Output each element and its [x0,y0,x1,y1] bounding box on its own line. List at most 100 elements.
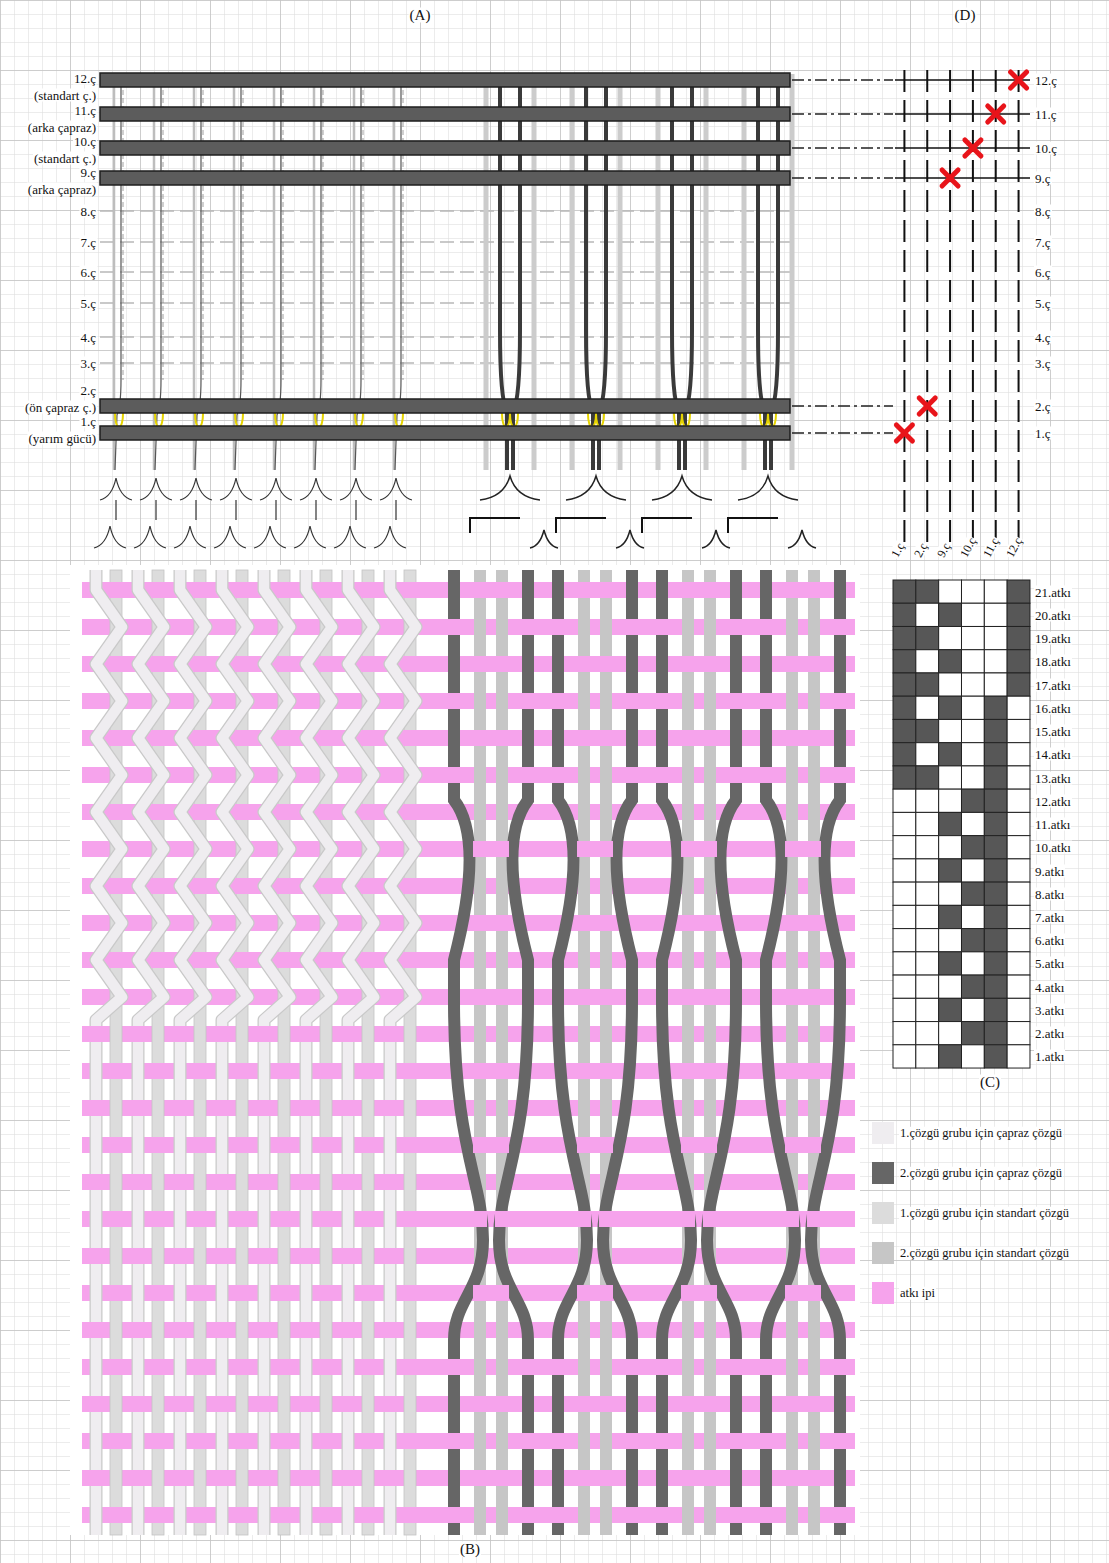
weft-over-warp [785,1211,799,1227]
crossing-warp [766,570,795,1535]
lifting-cell [916,696,939,719]
lifting-cell [939,812,962,835]
weft-over-warp [277,730,291,746]
weft-over-warp [151,1137,165,1153]
reed-dent [260,478,292,500]
weft-over-warp [403,878,417,894]
empty-frame-line [100,302,790,304]
weft-over-warp [193,804,207,820]
weft-over-warp [151,1063,165,1079]
weft-over-warp [521,1507,535,1523]
lifting-cell [893,766,916,789]
weft-over-warp [173,1248,187,1264]
weft-over-warp [403,1137,417,1153]
legend-text: 1.çözgü grubu için standart çözgü [899,1207,1070,1220]
lifting-cell [1007,1045,1030,1068]
weft-over-warp [173,1100,187,1116]
standard-warp [704,570,716,1535]
crossing-warp [222,570,248,1535]
leader-line [792,405,893,406]
reed-dent [115,500,116,520]
weft-over-warp [729,1507,743,1523]
weft-over-warp [151,1285,165,1301]
weft-over-warp [215,1322,229,1338]
lifting-cell [984,603,1007,626]
weft-over-warp [785,656,799,672]
lifting-cell [939,766,962,789]
weft-over-warp [361,1507,375,1523]
threading-row [895,113,1030,115]
weft-over-warp [577,582,591,598]
lifting-cell [939,882,962,905]
weft-over-warp [257,1396,271,1412]
weft-over-warp [341,1322,355,1338]
lifting-cell [916,626,939,649]
threading-row [895,79,1030,81]
lifting-cell [916,650,939,673]
column-header: 12.ç [1003,535,1024,560]
reed-dent [134,526,166,548]
weft-over-warp [109,804,123,820]
label: (C) [979,1075,1001,1090]
weft-over-warp [277,952,291,968]
threading-mark [919,398,935,414]
reed-dent [275,500,276,520]
lifting-cell [984,1045,1007,1068]
label: 5.ç [79,297,97,310]
crossing-warp-edge [222,570,248,1535]
weft-over-warp [277,804,291,820]
weft-over-warp [235,1063,249,1079]
weft-over-warp [89,1100,103,1116]
reed-dent [738,476,798,500]
weft-over-warp [235,656,249,672]
weft-over-warp [403,1359,417,1375]
weft-over-warp [215,1248,229,1264]
weft-over-warp [599,989,613,1005]
threading-mark [942,170,958,186]
lifting-cell [961,1022,984,1045]
empty-frame-line [100,362,790,364]
weft-over-warp [131,1100,145,1116]
lifting-cell [984,975,1007,998]
weft-over-warp [151,804,165,820]
weft-over-warp [277,1137,291,1153]
weft-over-warp [473,1285,487,1301]
weft-yarn [82,1507,855,1523]
weft-over-warp [495,1470,509,1486]
weft-over-warp [703,1137,717,1153]
crossing-warp [138,570,164,1535]
reed-dent [480,476,540,500]
weft-over-warp [403,1211,417,1227]
threading-mark [1011,72,1027,88]
reed-dent [300,478,332,500]
weft-over-warp [361,582,375,598]
weft-over-warp [729,619,743,635]
weft-over-warp [681,1211,695,1227]
lifting-cell [916,673,939,696]
lifting-cell [961,626,984,649]
weft-over-warp [383,1470,397,1486]
reed-dent [155,500,156,520]
lifting-cell [916,1045,939,1068]
weft-over-warp [599,656,613,672]
weft-over-warp [277,1285,291,1301]
weft-over-warp [235,1211,249,1227]
weft-over-warp [521,1433,535,1449]
leader-line [792,113,893,114]
threading-mark [965,140,981,156]
weft-over-warp [193,1285,207,1301]
weft-over-warp [521,1359,535,1375]
reed-dent [642,518,692,533]
weft-over-warp [109,952,123,968]
weft-over-warp [785,730,799,746]
lifting-plan-ground [893,580,1030,1068]
weft-over-warp [215,1100,229,1116]
reed-dent [220,478,252,500]
lifting-cell [984,650,1007,673]
weft-over-warp [319,1063,333,1079]
weft-over-warp [383,1174,397,1190]
weft-over-warp [361,1063,375,1079]
weft-over-warp [235,1507,249,1523]
